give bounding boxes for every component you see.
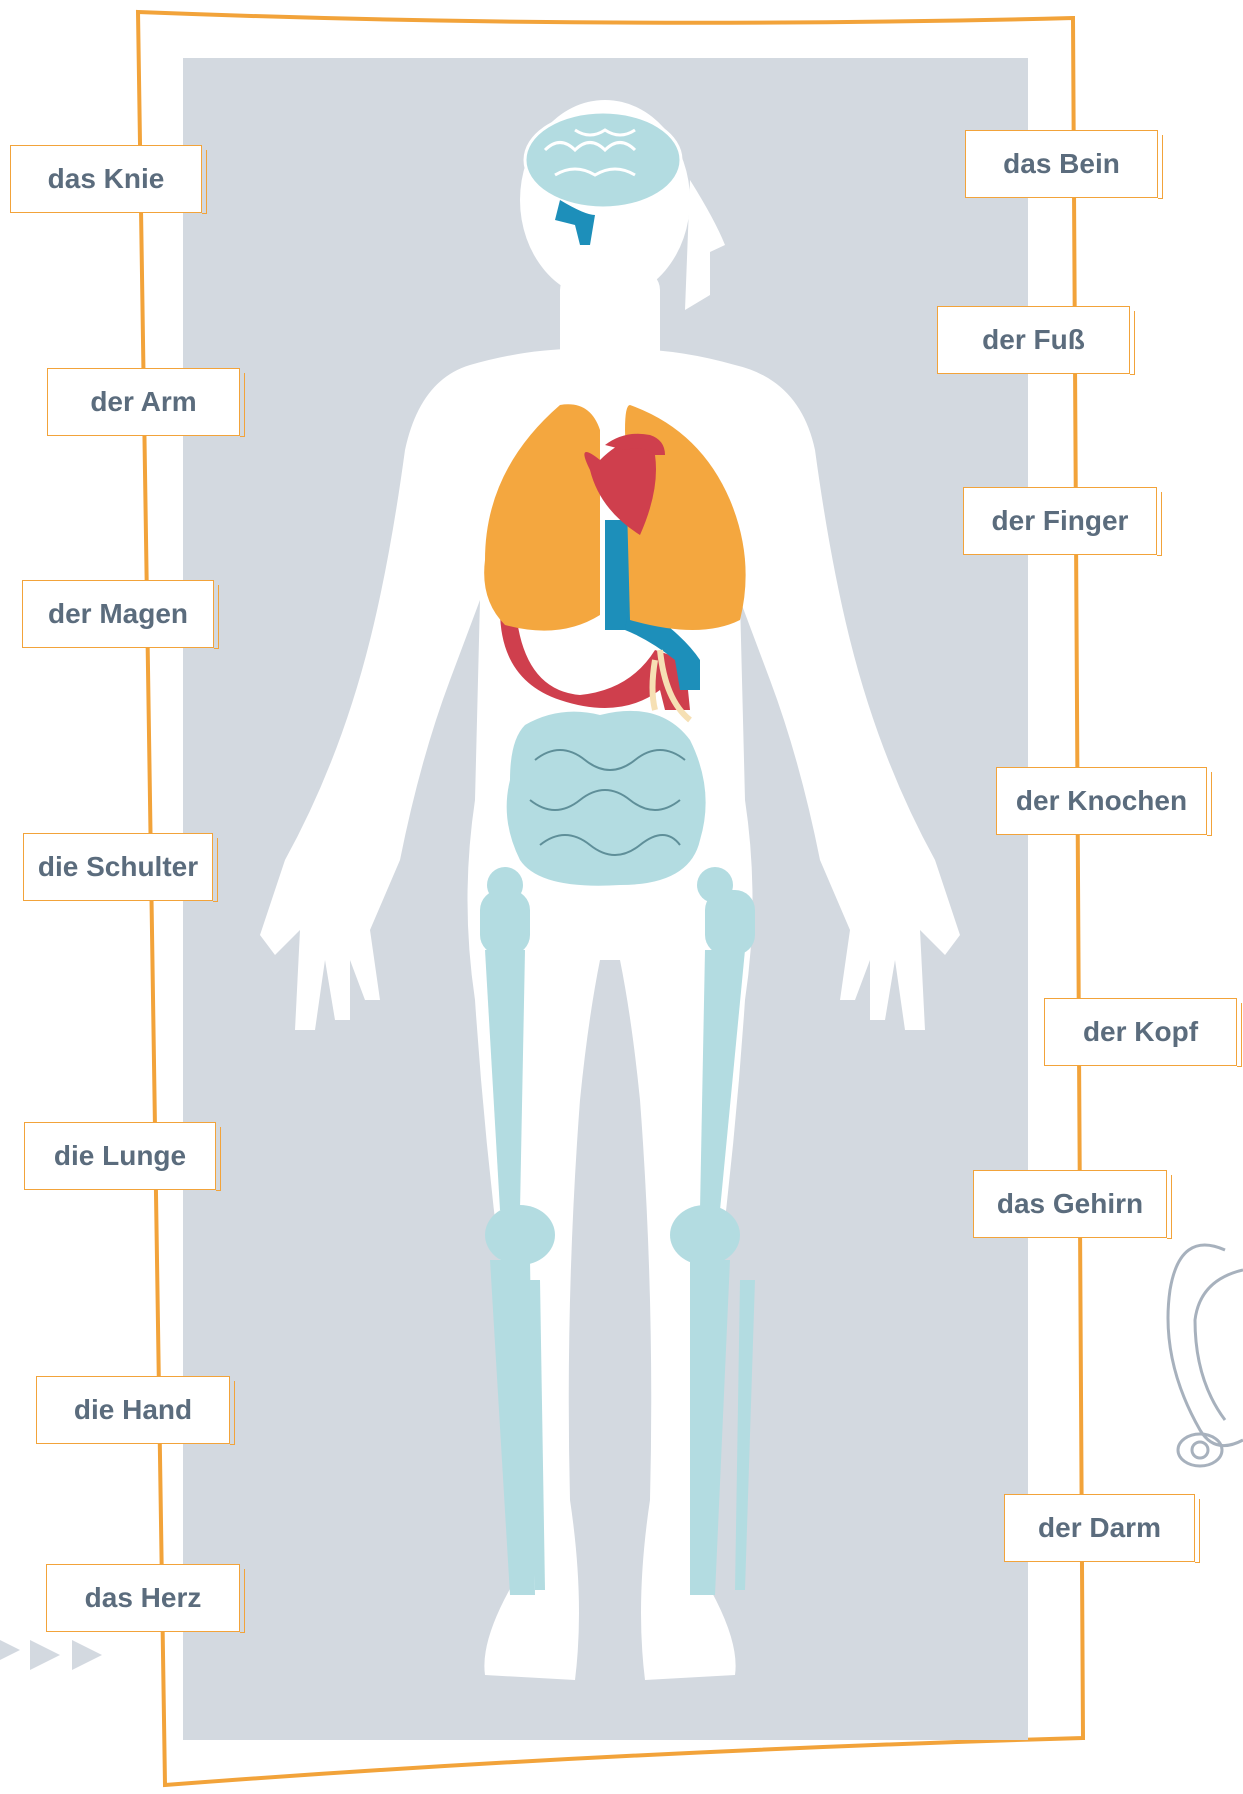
label-die-hand[interactable]: die Hand [36, 1376, 230, 1444]
label-der-arm[interactable]: der Arm [47, 368, 240, 436]
label-das-knie[interactable]: das Knie [10, 145, 202, 213]
label-der-knochen[interactable]: der Knochen [996, 767, 1207, 835]
label-das-bein[interactable]: das Bein [965, 130, 1158, 198]
label-die-lunge[interactable]: die Lunge [24, 1122, 216, 1190]
label-der-magen[interactable]: der Magen [22, 580, 214, 648]
label-das-herz[interactable]: das Herz [46, 1564, 240, 1632]
label-das-gehirn[interactable]: das Gehirn [973, 1170, 1167, 1238]
arrow-right-icon [0, 1640, 102, 1670]
label-der-kopf[interactable]: der Kopf [1044, 998, 1237, 1066]
stethoscope-icon [1168, 1245, 1243, 1466]
intestines-icon [507, 711, 706, 886]
label-der-darm[interactable]: der Darm [1004, 1494, 1195, 1562]
label-der-fuss[interactable]: der Fuß [937, 306, 1130, 374]
label-der-finger[interactable]: der Finger [963, 487, 1157, 555]
label-die-schulter[interactable]: die Schulter [23, 833, 213, 901]
